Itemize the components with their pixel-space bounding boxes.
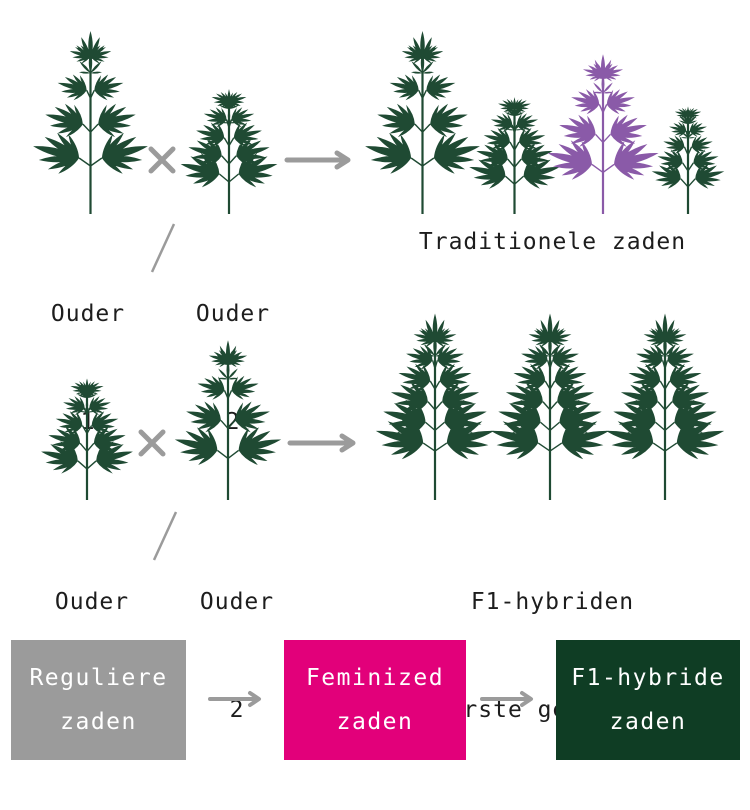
regular-seeds-box: Reguliere zaden	[11, 640, 186, 760]
arrow-right-icon	[287, 433, 356, 453]
row2-offspring-plant-1	[375, 313, 495, 500]
slash-divider	[150, 223, 176, 273]
cross-icon	[148, 146, 176, 174]
row2-offspring-plant-2	[490, 313, 610, 500]
row1-parent2-label: Ouder 2	[183, 224, 283, 476]
f1-hybrid-seeds-line1: F1-hybride	[571, 665, 725, 691]
row2-parent2-line2: 2	[229, 697, 245, 723]
row1-parent1-line1: Ouder	[50, 301, 126, 327]
row2-result-line1: F1-hybriden	[470, 589, 635, 615]
row2-parent2-label: Ouder 2	[187, 512, 287, 764]
regular-seeds-line1: Reguliere	[29, 665, 168, 691]
regular-seeds-line2: zaden	[60, 709, 137, 735]
row2-parent1-plant	[41, 378, 133, 500]
row2-parent2-line1: Ouder	[199, 589, 275, 615]
arrow-right-icon	[480, 691, 533, 707]
f1-hybrid-seeds-box: F1-hybride zaden	[556, 640, 740, 760]
feminized-seeds-box: Feminized zaden	[284, 640, 466, 760]
row1-parent1-plant	[32, 31, 148, 214]
row1-parent2-plant	[180, 89, 278, 214]
row1-parent2-line1: Ouder	[195, 301, 271, 327]
cross-icon	[138, 429, 166, 457]
slash-divider	[152, 511, 178, 561]
arrow-right-icon	[208, 691, 261, 707]
row1-result-label: Traditionele zaden	[418, 229, 687, 255]
row2-parent1-line1: Ouder	[54, 589, 130, 615]
f1-hybrid-seeds-line2: zaden	[609, 709, 687, 735]
row1-offspring-plant-1	[364, 31, 480, 214]
row1-offspring-plant-2	[468, 97, 560, 214]
row2-offspring-plant-3	[605, 313, 725, 500]
row1-offspring-plant-3	[547, 54, 659, 214]
row2-parent2-plant	[174, 340, 282, 500]
feminized-seeds-line2: zaden	[336, 709, 414, 735]
feminized-seeds-line1: Feminized	[305, 665, 445, 691]
row1-offspring-plant-4	[651, 106, 725, 214]
arrow-right-icon	[284, 150, 351, 170]
